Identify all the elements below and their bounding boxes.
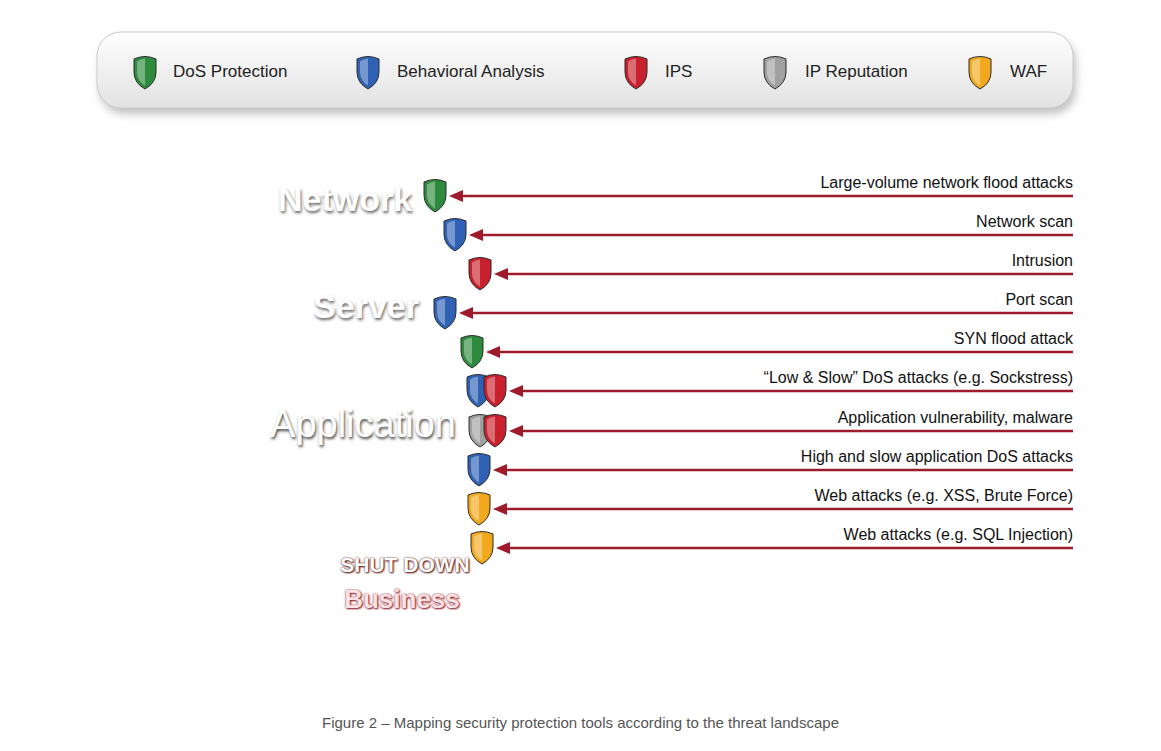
shield-icon <box>471 532 493 565</box>
legend-swatch-icon <box>967 54 993 90</box>
shield-icon <box>484 415 506 448</box>
sphere-outline <box>207 345 543 665</box>
legend-swatch <box>969 57 991 90</box>
sphere-fill <box>111 149 555 647</box>
sphere-fill <box>299 477 505 683</box>
legend-swatch <box>134 57 156 90</box>
layer-name: Application <box>270 403 456 447</box>
legend-bar <box>97 32 1073 108</box>
swatch-highlight <box>628 59 636 86</box>
shield-highlight <box>472 260 480 287</box>
swatch-highlight <box>137 59 145 86</box>
shield-highlight <box>487 377 495 404</box>
legend-swatch-icon <box>623 54 649 90</box>
shield-icon <box>424 180 446 213</box>
shield-highlight <box>447 221 455 248</box>
shield-icon <box>461 336 483 369</box>
arrow-head <box>493 464 507 476</box>
shield-highlight <box>437 299 445 326</box>
arrow-head <box>449 190 463 202</box>
sphere-outline <box>110 148 556 648</box>
shutdown-stamp: SHUT DOWN <box>340 553 470 577</box>
leader-arrow <box>519 390 1073 393</box>
layer-name: Network <box>278 180 412 219</box>
arrow-head <box>509 425 523 437</box>
shield-icon <box>468 493 490 526</box>
shield-icon <box>484 375 506 408</box>
arrow-head <box>496 542 510 554</box>
arrow-head <box>459 307 473 319</box>
sphere-outline <box>298 476 506 684</box>
shield-highlight <box>472 417 480 444</box>
leader-arrow <box>496 351 1073 354</box>
threat-label: Application vulnerability, malware <box>838 408 1073 427</box>
threat-label: Intrusion <box>1012 251 1073 270</box>
leader-arrow <box>459 195 1073 198</box>
leader-arrow <box>506 547 1073 550</box>
shield-highlight <box>471 495 479 522</box>
legend-text: WAF <box>1010 62 1047 82</box>
shield-highlight <box>487 417 495 444</box>
threat-label: High and slow application DoS attacks <box>801 447 1073 466</box>
leader-arrow <box>504 273 1073 276</box>
legend-swatch-icon <box>132 54 158 90</box>
leader-arrow <box>479 234 1073 237</box>
shield-highlight <box>474 534 482 561</box>
legend-swatch <box>625 57 647 90</box>
application-sphere: ApplicationSHUT DOWN Business <box>207 345 543 665</box>
arrow-head <box>493 503 507 515</box>
sphere-fill <box>208 346 542 664</box>
legend-swatch-icon <box>762 54 788 90</box>
arrow-head <box>469 229 483 241</box>
network-sphere: NetworkServerApplicationSHUT DOWN Busines… <box>110 148 556 648</box>
threat-label: Web attacks (e.g. SQL Injection) <box>844 525 1073 544</box>
legend-text: Behavioral Analysis <box>397 62 544 82</box>
swatch-highlight <box>972 59 980 86</box>
threat-label: Large-volume network flood attacks <box>820 173 1073 192</box>
figure-caption: Figure 2 – Mapping security protection t… <box>0 714 1161 732</box>
legend-text: IP Reputation <box>805 62 908 82</box>
shield-icon <box>469 258 491 291</box>
legend-text: DoS Protection <box>173 62 287 82</box>
business-sphere: SHUT DOWN Business <box>298 476 506 684</box>
threat-label: Port scan <box>1005 290 1073 309</box>
leader-arrow <box>503 508 1073 511</box>
layer-name: Business <box>344 585 460 615</box>
leader-arrow <box>503 469 1073 472</box>
layer-name: Server <box>313 287 419 326</box>
arrow-head <box>509 385 523 397</box>
threat-label: Web attacks (e.g. XSS, Brute Force) <box>815 486 1073 505</box>
shield-icon <box>468 454 490 487</box>
server-sphere: ServerApplicationSHUT DOWN Business <box>140 245 550 645</box>
shield-icon <box>444 219 466 252</box>
legend-swatch <box>764 57 786 90</box>
arrow-head <box>494 268 508 280</box>
legend-swatch-icon <box>355 54 381 90</box>
leader-arrow <box>519 430 1073 433</box>
shield-highlight <box>427 182 435 209</box>
legend-swatch <box>357 57 379 90</box>
threat-label: SYN flood attack <box>954 329 1073 348</box>
swatch-highlight <box>767 59 775 86</box>
shield-highlight <box>471 456 479 483</box>
legend-text: IPS <box>665 62 692 82</box>
shield-icon <box>434 297 456 330</box>
swatch-highlight <box>360 59 368 86</box>
threat-label: “Low & Slow” DoS attacks (e.g. Sockstres… <box>764 368 1073 387</box>
shield-highlight <box>464 338 472 365</box>
sphere-fill <box>141 246 549 644</box>
threat-label: Network scan <box>976 212 1073 231</box>
arrow-head <box>486 346 500 358</box>
shield-highlight <box>470 377 478 404</box>
leader-arrow <box>469 312 1073 315</box>
